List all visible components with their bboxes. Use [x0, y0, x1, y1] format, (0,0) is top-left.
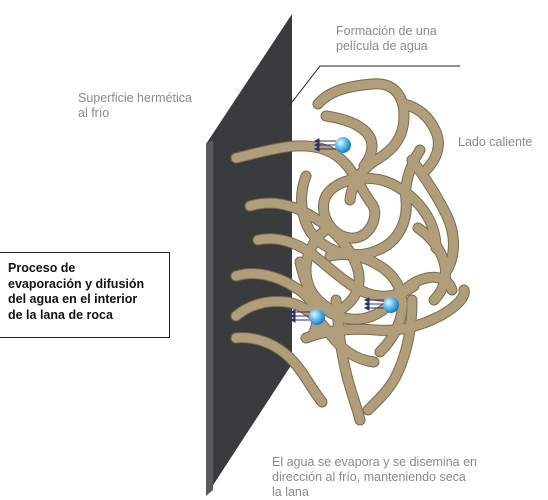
surface-line-2: al frío: [78, 106, 192, 121]
diffusion-arrows-icon: [365, 298, 384, 310]
diffusion-arrows-icon: [291, 310, 310, 322]
evaporation-line-3: la lana: [272, 485, 477, 500]
water-droplet-icon: [309, 309, 325, 325]
water-droplet-icon: [383, 297, 399, 313]
film-formation-line-1: Formación de una: [336, 24, 437, 39]
process-box: Proceso de evaporación y difusión del ag…: [0, 252, 170, 338]
surface-line-1: Superficie hermética: [78, 91, 192, 106]
process-line-1: Proceso de: [8, 261, 163, 277]
diffusion-arrows-icon: [315, 139, 336, 151]
evaporation-label: El agua se evapora y se disemina en dire…: [272, 455, 477, 500]
cold-surface-panel: [206, 14, 292, 496]
film-formation-label: Formación de una película de agua: [336, 24, 437, 54]
process-line-3: del agua en el interior: [8, 292, 163, 308]
water-droplet-icon: [335, 137, 351, 153]
hot-side-label: Lado caliente: [458, 135, 532, 150]
process-line-4: de la lana de roca: [8, 308, 163, 324]
evaporation-line-1: El agua se evapora y se disemina en: [272, 455, 477, 470]
evaporation-line-2: dirección al frío, manteniendo seca: [272, 470, 477, 485]
process-line-2: evaporación y difusión: [8, 277, 163, 293]
film-formation-line-2: película de agua: [336, 39, 437, 54]
surface-label: Superficie hermética al frío: [78, 91, 192, 121]
